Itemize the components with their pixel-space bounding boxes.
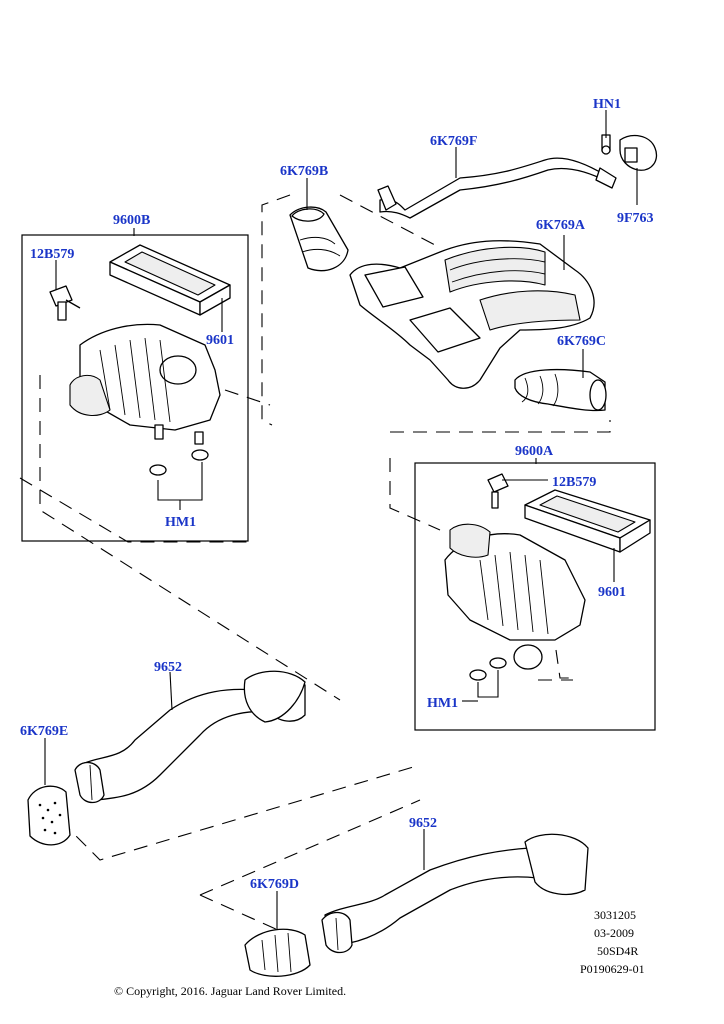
air-cleaner-group-left	[21, 234, 249, 542]
reference-line-1: 3031205	[594, 908, 636, 922]
duct-cover-6k769d	[244, 928, 311, 977]
label-6k769e: 6K769E	[20, 724, 68, 739]
breather-hose-assembly	[377, 134, 658, 219]
label-9601-right: 9601	[598, 585, 626, 600]
callout-labels: HN1 6K769F 6K769B 9F763 6K769A 9600B 12B…	[20, 97, 654, 892]
label-9f763: 9F763	[617, 211, 654, 226]
label-9600a: 9600A	[515, 444, 554, 459]
label-9600b: 9600B	[113, 213, 150, 228]
copyright-notice: © Copyright, 2016. Jaguar Land Rover Lim…	[114, 984, 346, 998]
leader-lines	[44, 110, 638, 930]
inlet-hose-6k769b	[289, 206, 349, 272]
inlet-hose-6k769c	[514, 368, 607, 412]
label-hn1: HN1	[593, 97, 621, 112]
label-12b579-right: 12B579	[552, 475, 596, 490]
label-6k769c: 6K769C	[557, 334, 606, 349]
label-6k769f: 6K769F	[430, 134, 477, 149]
label-6k769b: 6K769B	[280, 164, 328, 179]
air-cleaner-group-right	[414, 462, 656, 731]
label-hm1-right: HM1	[427, 696, 458, 711]
reference-line-3: 50SD4R	[597, 944, 638, 958]
drawing-reference-block: 3031205 03-2009 50SD4R P0190629-01	[580, 908, 645, 976]
intake-duct-right	[321, 833, 589, 954]
resonator-6k769a	[349, 240, 595, 389]
label-9652-right: 9652	[409, 816, 437, 831]
label-9601-left: 9601	[206, 333, 234, 348]
group-frame-9600b	[21, 234, 249, 542]
reference-line-2: 03-2009	[594, 926, 634, 940]
label-6k769a: 6K769A	[536, 218, 586, 233]
duct-cover-6k769e	[27, 785, 71, 846]
label-hm1-left: HM1	[165, 515, 196, 530]
label-12b579-left: 12B579	[30, 247, 74, 262]
label-9652-left: 9652	[154, 660, 182, 675]
intake-duct-left	[74, 670, 306, 804]
label-6k769d: 6K769D	[250, 877, 299, 892]
reference-line-4: P0190629-01	[580, 962, 645, 976]
group-frame-9600a	[414, 462, 656, 731]
